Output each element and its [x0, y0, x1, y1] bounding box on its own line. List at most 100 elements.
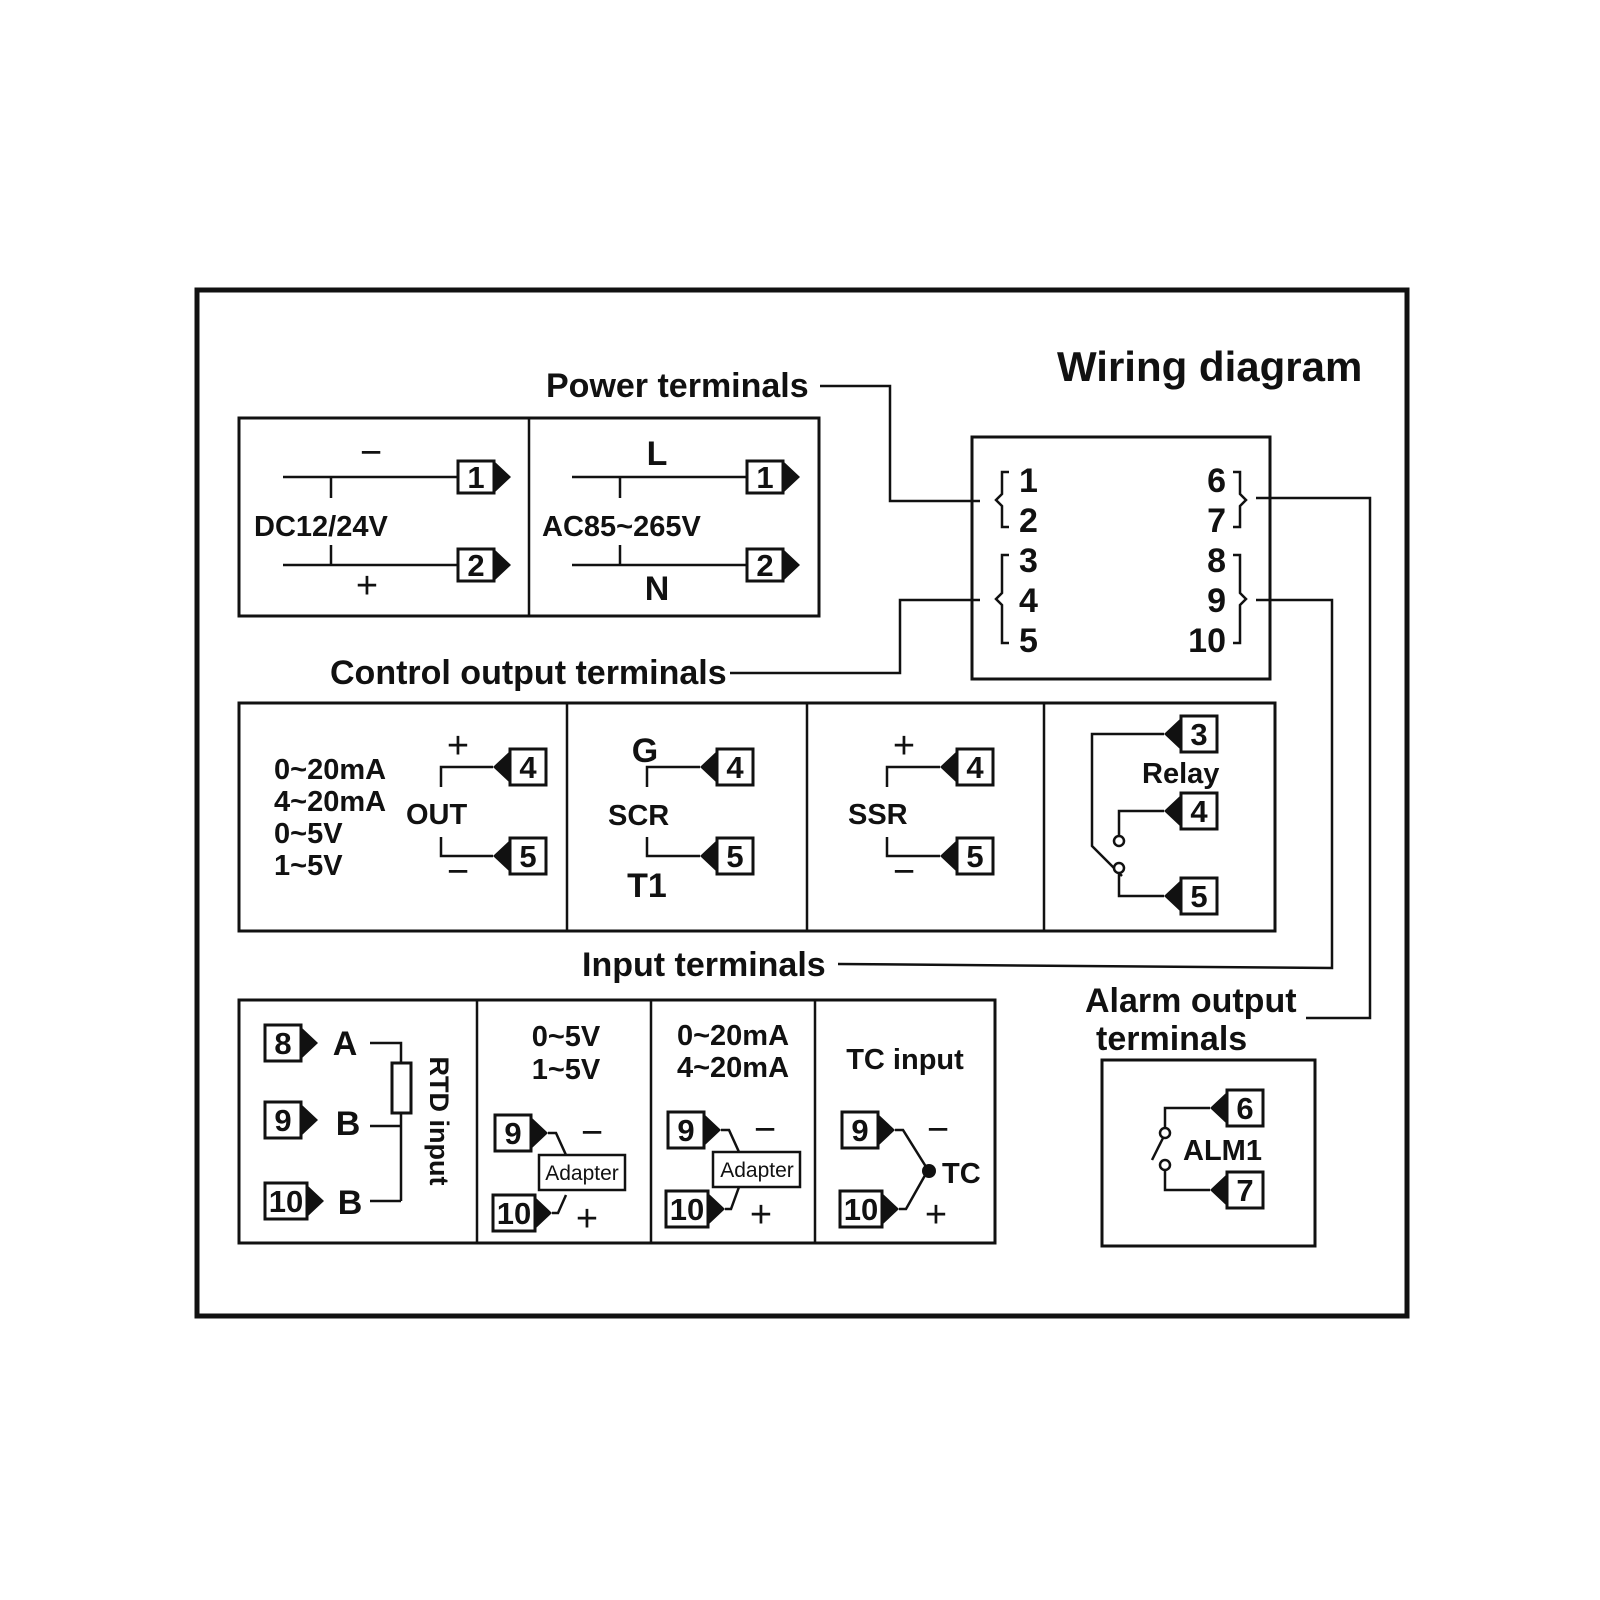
scr-terminal-5-number: 5 — [726, 839, 743, 874]
relay-terminal-5-number: 5 — [1190, 879, 1207, 914]
ssr-terminal-4 — [955, 747, 995, 787]
input-current-section: 0~20mA 4~20mA 9 10 Adapter − + — [664, 1020, 802, 1236]
scr-terminal-4 — [715, 747, 755, 787]
tc-wire-top — [895, 1128, 930, 1171]
power-leader-line — [820, 384, 980, 503]
alarm-panel — [1100, 1058, 1317, 1248]
alarm-section: ALM1 6 7 — [1150, 1088, 1265, 1210]
terminal-block: 1 2 3 4 5 6 7 8 9 10 — [970, 435, 1272, 681]
voltage-terminal-10 — [491, 1193, 537, 1233]
analog-wire-bottom — [439, 837, 493, 858]
control-analog-section: 0~20mA 4~20mA 0~5V 1~5V OUT + − 4 5 — [274, 725, 548, 893]
analog-range-3: 0~5V — [274, 818, 343, 850]
ac-neutral-label: N — [645, 570, 670, 608]
dc-terminal-2-number: 2 — [467, 548, 484, 583]
ssr-terminal-4-number: 4 — [966, 750, 984, 785]
relay-terminal-3-number: 3 — [1190, 717, 1207, 752]
block-terminal-7: 7 — [1207, 502, 1226, 540]
voltage-adapter-box — [537, 1153, 627, 1192]
bracket-control-output — [994, 553, 1009, 645]
alarm-leader-line — [1256, 496, 1372, 1020]
ssr-minus-symbol: − — [893, 851, 915, 893]
diagram-title: Wiring diagram — [1057, 343, 1362, 390]
rtd-a-label: A — [333, 1025, 358, 1063]
tc-terminal-9-arrow — [878, 1114, 895, 1146]
analog-range-4: 1~5V — [274, 850, 343, 882]
relay-terminal-4-arrow — [1164, 795, 1181, 827]
control-relay-section: Relay 3 4 5 — [1090, 714, 1219, 916]
terminal-block-frame — [970, 435, 1272, 681]
alarm-switch-blade — [1150, 1137, 1165, 1161]
alarm-terminal-7-arrow — [1210, 1174, 1227, 1206]
voltage-terminal-9-number: 9 — [504, 1116, 521, 1151]
voltage-minus-symbol: − — [581, 1112, 603, 1154]
dc-minus-symbol: − — [360, 432, 382, 474]
bracket-alarm — [1233, 470, 1248, 529]
ssr-label: SSR — [848, 799, 908, 831]
relay-terminal-3 — [1179, 714, 1219, 754]
ac-terminal-2-number: 2 — [756, 548, 773, 583]
tc-input-label: TC input — [846, 1044, 964, 1076]
current-adapter-box — [711, 1150, 802, 1189]
power-ac-section: L AC85~265V N 1 2 — [542, 435, 800, 608]
rtd-terminal-10-arrow — [307, 1185, 324, 1217]
rtd-resistor — [390, 1061, 413, 1115]
ssr-terminal-4-arrow — [940, 751, 957, 783]
ssr-terminal-5-number: 5 — [966, 839, 983, 874]
rtd-terminal-8-number: 8 — [274, 1026, 291, 1061]
block-terminal-5: 5 — [1019, 622, 1038, 660]
rtd-terminal-9-arrow — [301, 1104, 318, 1136]
tc-terminal-10-arrow — [882, 1193, 899, 1225]
input-voltage-section: 0~5V 1~5V 9 10 Adapter − + — [491, 1021, 627, 1240]
current-plus-symbol: + — [750, 1194, 772, 1236]
tc-plus-symbol: + — [925, 1194, 947, 1236]
ac-terminal-1-arrow — [783, 461, 800, 493]
rtd-b-label-1: B — [336, 1105, 361, 1143]
block-terminal-3: 3 — [1019, 542, 1038, 580]
ssr-plus-symbol: + — [893, 725, 915, 767]
alarm-terminal-6-number: 6 — [1236, 1091, 1253, 1126]
ac-terminal-1-number: 1 — [756, 460, 773, 495]
block-terminal-1: 1 — [1019, 462, 1038, 500]
input-leader-line — [837, 598, 1334, 970]
relay-terminal-5 — [1179, 876, 1219, 916]
relay-terminal-3-arrow — [1164, 718, 1181, 750]
current-terminal-9-number: 9 — [677, 1113, 694, 1148]
ssr-terminal-5 — [955, 836, 995, 876]
rtd-terminal-9 — [263, 1100, 303, 1140]
current-wire-top — [721, 1128, 741, 1153]
scr-terminal-4-number: 4 — [726, 750, 744, 785]
analog-out-label: OUT — [406, 799, 468, 831]
control-output-heading: Control output terminals — [330, 654, 727, 692]
analog-plus-symbol: + — [447, 725, 469, 767]
control-ssr-section: + SSR − 4 5 — [848, 725, 995, 893]
voltage-plus-symbol: + — [576, 1198, 598, 1240]
current-range-1: 0~20mA — [677, 1020, 789, 1052]
voltage-terminal-10-number: 10 — [497, 1196, 531, 1231]
bracket-power — [994, 470, 1009, 529]
scr-terminal-5 — [715, 836, 755, 876]
relay-terminal-5-arrow — [1164, 880, 1181, 912]
voltage-range-2: 1~5V — [532, 1054, 601, 1086]
analog-terminal-5 — [508, 836, 548, 876]
power-dc-section: − DC12/24V + 1 2 — [254, 432, 511, 607]
tc-wire-bottom — [899, 1169, 930, 1211]
scr-terminal-5-arrow — [700, 840, 717, 872]
rtd-b-label-2: B — [338, 1184, 363, 1222]
ac-line-label: L — [647, 435, 668, 473]
relay-label: Relay — [1142, 758, 1219, 790]
current-terminal-10-arrow — [708, 1193, 725, 1225]
analog-wire-top — [439, 765, 493, 787]
alarm-terminal-6 — [1225, 1088, 1265, 1128]
block-terminal-8: 8 — [1207, 542, 1226, 580]
relay-wire-5 — [1117, 873, 1164, 898]
tc-label: TC — [942, 1158, 981, 1190]
alarm-wire-bottom — [1163, 1170, 1210, 1192]
rtd-terminal-9-number: 9 — [274, 1103, 291, 1138]
outer-frame — [194, 287, 1410, 1319]
block-terminal-10: 10 — [1188, 622, 1226, 660]
analog-terminal-4 — [508, 747, 548, 787]
tc-terminal-9 — [840, 1110, 880, 1150]
analog-minus-symbol: − — [447, 851, 469, 893]
input-tc-section: TC input 9 10 − + TC — [838, 1044, 981, 1236]
